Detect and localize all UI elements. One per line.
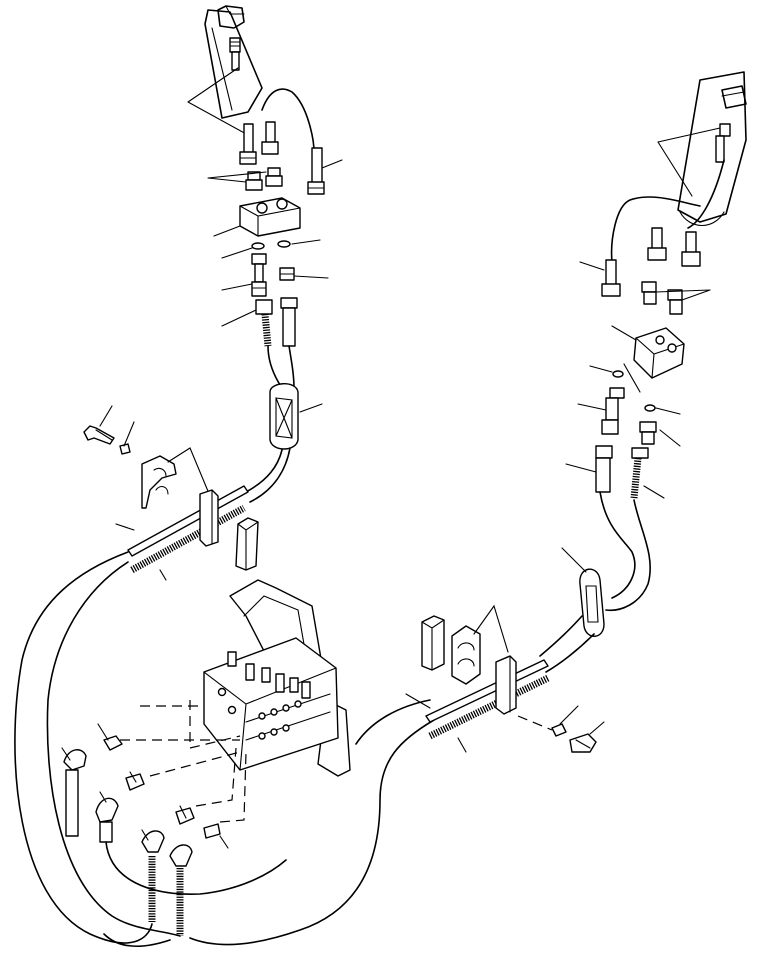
projection-line — [149, 751, 241, 777]
elbow-hose-ends — [63, 749, 193, 936]
right-hose-lower — [539, 615, 583, 657]
leader-line — [561, 547, 587, 573]
right-adapter — [601, 387, 625, 435]
left-block — [239, 197, 301, 237]
left-cylinder — [204, 5, 263, 119]
left-nipples — [245, 167, 283, 191]
left-adapter-2 — [279, 267, 295, 281]
left-hose-guard — [269, 383, 299, 450]
projection-line — [517, 715, 553, 731]
leader-line — [655, 289, 711, 301]
right-nipples — [641, 281, 683, 315]
control-valve — [203, 637, 339, 771]
leader-line — [565, 463, 665, 499]
right-hose-lower-2 — [545, 633, 595, 673]
right-hose-guard — [579, 568, 605, 637]
leader-line — [115, 523, 167, 581]
leader-line — [99, 405, 135, 447]
leader-line — [559, 705, 605, 735]
leader-line — [657, 127, 721, 197]
right-cylinder-tube — [610, 196, 701, 263]
hose-loop-mid — [105, 841, 287, 895]
left-bolts — [239, 121, 325, 195]
left-clamp-halves — [141, 455, 177, 509]
left-cylinder-tube — [261, 88, 315, 153]
right-clamp-bolt — [551, 723, 597, 753]
leader-line — [221, 239, 321, 259]
leader-line — [321, 159, 343, 169]
right-block — [633, 327, 685, 379]
left-hose-lower — [245, 449, 283, 493]
elbow-adapters — [103, 735, 221, 839]
right-cylinder-tube-2 — [687, 159, 725, 229]
leader-line — [589, 363, 681, 415]
right-hose-upper — [599, 491, 636, 599]
left-cylinder-fitting — [229, 37, 241, 71]
right-cylinder-fitting — [715, 123, 731, 163]
left-hose-lower-2 — [249, 447, 291, 503]
left-hose-clamp — [127, 485, 249, 574]
o-ring — [277, 240, 291, 248]
leader-line — [213, 225, 241, 237]
leader-line — [299, 403, 323, 413]
hose-loop-right — [355, 699, 431, 745]
right-cylinder — [677, 71, 747, 226]
leader-line — [97, 723, 229, 849]
leader-line — [167, 447, 211, 497]
o-ring — [251, 242, 265, 250]
leader-line — [221, 275, 329, 291]
right-hose-ends — [595, 445, 649, 499]
leader-line — [405, 693, 467, 753]
left-hose-upper — [267, 345, 283, 389]
left-clamp-bolt — [83, 425, 131, 455]
leader-line — [611, 325, 637, 341]
right-adapter-2 — [639, 421, 657, 445]
hose-loop-long-2 — [103, 933, 171, 948]
leader-line — [473, 604, 509, 653]
right-spacer-block — [421, 615, 445, 671]
o-ring — [644, 404, 656, 412]
projection-line — [195, 747, 237, 807]
spacer-block — [235, 517, 259, 571]
left-hose-upper-2 — [288, 345, 295, 389]
left-adapter — [251, 253, 267, 297]
hose-loop-outer — [14, 551, 153, 944]
hose-loop-long — [189, 719, 435, 946]
leader-line — [187, 67, 249, 136]
o-ring — [612, 370, 624, 378]
left-hose-ends — [255, 297, 298, 347]
right-bolts — [601, 227, 701, 297]
leader-line — [221, 309, 257, 327]
hose-loop-inner — [46, 561, 181, 937]
right-clamp-half — [451, 625, 481, 685]
leader-line — [61, 747, 149, 841]
right-hose-upper-2 — [605, 499, 651, 612]
projection-line — [219, 751, 247, 823]
leader-line — [207, 171, 267, 183]
leader-line — [577, 403, 681, 447]
right-hose-clamp — [425, 655, 550, 740]
leader-line — [579, 261, 605, 271]
